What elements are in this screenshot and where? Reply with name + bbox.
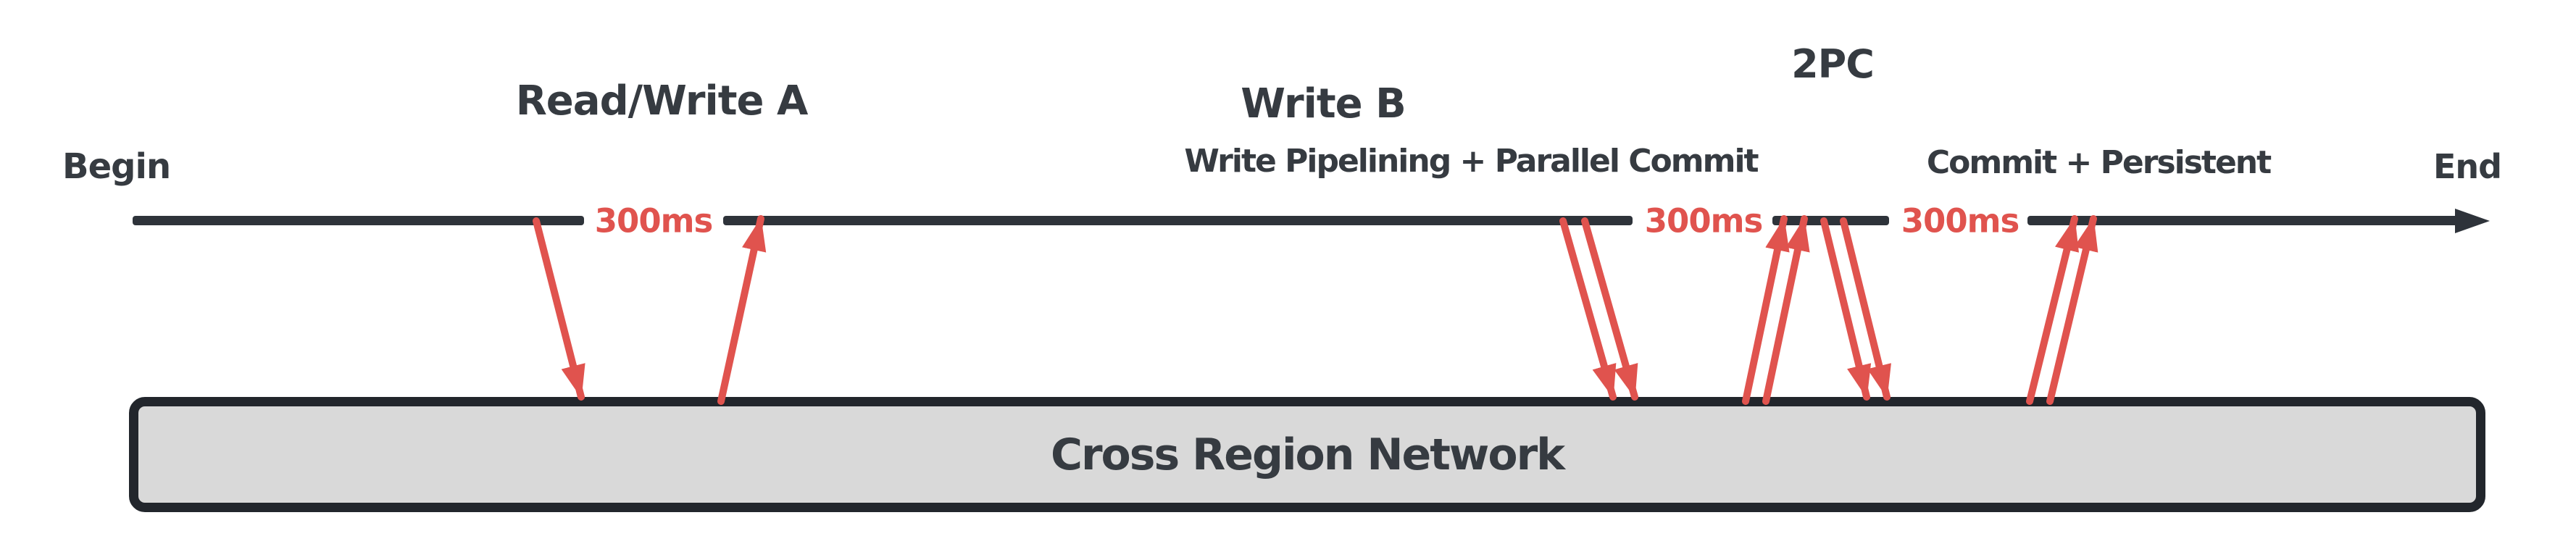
- latency-label-1: 300ms: [594, 201, 714, 240]
- commit-response-1-arrow: [2026, 215, 2079, 405]
- two-pc-request-1-arrow: [1820, 217, 1872, 401]
- latency-label-2: 300ms: [1644, 201, 1764, 240]
- write-b-request-1-arrow: [1559, 217, 1617, 401]
- write-b-request-2-arrow: [1581, 217, 1638, 401]
- commit-persistent-label: Commit + Persistent: [1926, 144, 2272, 181]
- cross-region-network-label: Cross Region Network: [1050, 429, 1565, 480]
- timeline-arrowhead-icon: [2455, 209, 2490, 233]
- timeline-segment-2: [723, 216, 1633, 225]
- two-pc-response-1-arrow: [1742, 215, 1790, 405]
- timeline-segment-1: [133, 216, 584, 225]
- end-label: End: [2433, 147, 2502, 186]
- two-pc-request-2-arrow: [1840, 217, 1891, 401]
- begin-label: Begin: [62, 146, 171, 187]
- read-write-a-response-arrow: [717, 215, 767, 405]
- read-write-a-label: Read/Write A: [515, 78, 809, 125]
- write-b-label: Write B: [1241, 80, 1406, 127]
- latency-label-3: 300ms: [1901, 201, 2020, 240]
- commit-response-2-arrow: [2046, 215, 2098, 405]
- write-pipelining-parallel-commit-label: Write Pipelining + Parallel Commit: [1184, 143, 1759, 180]
- two-pc-label: 2PC: [1791, 41, 1875, 87]
- cross-region-network-box: Cross Region Network: [129, 397, 2485, 512]
- timeline-segment-3: [1772, 216, 1889, 225]
- two-pc-response-2-arrow: [1762, 215, 1810, 405]
- timeline-segment-4: [2027, 216, 2462, 225]
- read-write-a-request-arrow: [533, 217, 585, 401]
